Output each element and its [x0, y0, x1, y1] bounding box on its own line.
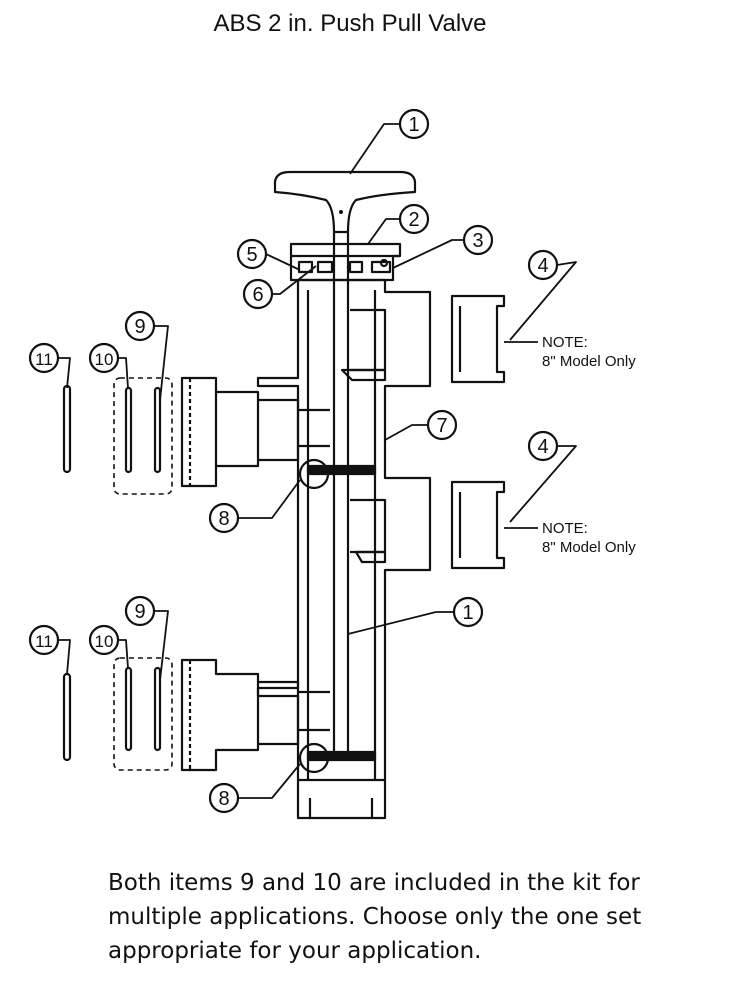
callout-10-upper: 10: [95, 350, 114, 369]
callout-8-lower: 8: [218, 788, 229, 810]
cap-screw: [379, 258, 389, 268]
caption-line-3: appropriate for your application.: [108, 938, 482, 964]
left-port-upper: [180, 376, 260, 488]
caption-line-1: Both items 9 and 10 are included in the …: [108, 870, 640, 896]
callout-9-upper: 9: [134, 316, 145, 338]
note-lower-text: 8" Model Only: [542, 539, 636, 556]
callout-8-upper: 8: [218, 508, 229, 530]
callout-6: 6: [252, 284, 263, 306]
rod-11-lower: [62, 672, 72, 762]
callout-2: 2: [408, 209, 419, 231]
callout-11-lower: 11: [35, 632, 53, 651]
note-upper-label: NOTE:: [542, 334, 588, 351]
callout-11-upper: 11: [35, 350, 53, 369]
note-upper-text: 8" Model Only: [542, 353, 636, 370]
caption-line-2: multiple applications. Choose only the o…: [108, 904, 642, 930]
caption: Both items 9 and 10 are included in the …: [108, 866, 708, 968]
callout-5: 5: [246, 244, 257, 266]
valve-body: [256, 278, 432, 820]
end-cap-lower: [450, 480, 506, 570]
callout-7: 7: [436, 415, 447, 437]
page-title: ABS 2 in. Push Pull Valve: [213, 10, 487, 37]
rod-11-upper: [62, 384, 72, 474]
callout-9-lower: 9: [134, 601, 145, 623]
callout-1-mid: 1: [462, 602, 473, 624]
left-port-lower: [180, 658, 260, 772]
callout-3: 3: [472, 230, 483, 252]
end-cap-upper: [450, 294, 506, 384]
kit-box-upper: [113, 377, 173, 495]
callout-10-lower: 10: [95, 632, 114, 651]
callout-4-lower: 4: [537, 436, 548, 458]
kit-box-lower: [113, 657, 173, 771]
callout-4-upper: 4: [537, 255, 548, 277]
note-lower-label: NOTE:: [542, 520, 588, 537]
callout-1-top: 1: [408, 114, 419, 136]
t-handle: [273, 170, 417, 234]
